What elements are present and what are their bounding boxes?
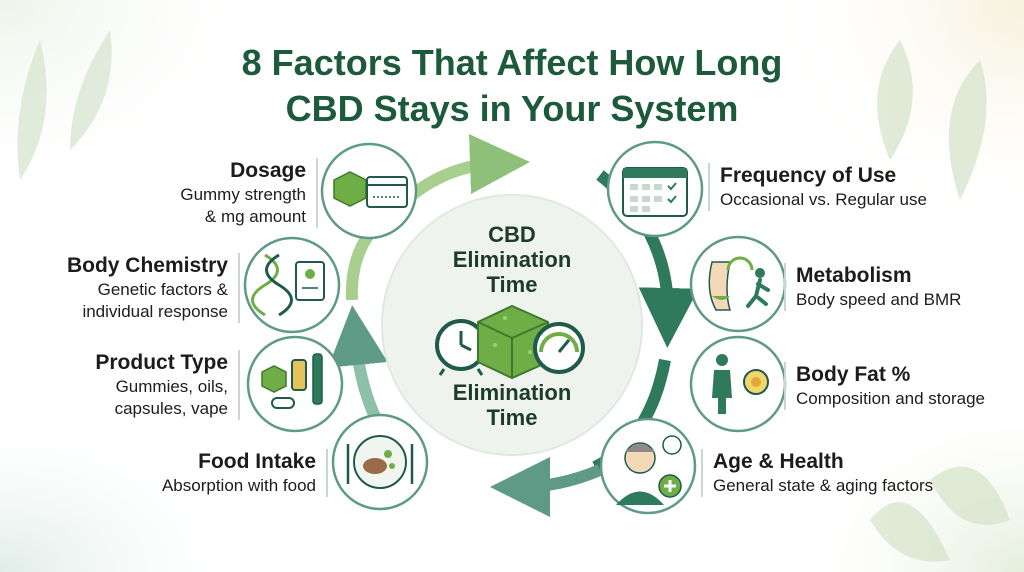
factor-body-fat: Body Fat % Composition and storage — [784, 362, 985, 410]
page-title: 8 Factors That Affect How Long CBD Stays… — [0, 40, 1024, 132]
factor-age-health-desc-1: General state & aging factors — [713, 476, 934, 495]
factor-dosage-desc-1: Gummy strength — [180, 185, 306, 204]
factor-frequency-name: Frequency of Use — [720, 164, 897, 187]
factor-product-type-desc-2: capsules, vape — [114, 399, 228, 418]
ring-arc-bottom — [490, 456, 603, 517]
food-intake-icon-circle — [331, 413, 429, 511]
factor-metabolism-desc-1: Body speed and BMR — [796, 290, 962, 309]
leaf-decoration-right — [870, 40, 1010, 562]
title-line-2: CBD Stays in Your System — [285, 88, 739, 129]
factor-product-type-name: Product Type — [95, 351, 228, 374]
factor-product-type: Product Type Gummies, oils, capsules, va… — [95, 350, 240, 420]
factor-body-chemistry-name: Body Chemistry — [66, 254, 228, 277]
product-type-icon-circle — [246, 335, 344, 433]
factor-dosage: Dosage Gummy strength & mg amount — [180, 158, 318, 228]
body-chemistry-icon-circle — [243, 236, 341, 334]
factor-frequency-desc-1: Occasional vs. Regular use — [720, 190, 927, 209]
factor-metabolism-name: Metabolism — [796, 264, 912, 287]
body-fat-icon-circle — [689, 335, 787, 433]
factor-dosage-name: Dosage — [230, 159, 306, 182]
leaf-decoration-left — [17, 30, 112, 180]
factor-dosage-desc-2: & mg amount — [204, 207, 306, 226]
center-title: CBD Elimination Time — [410, 222, 614, 297]
gauge-icon — [533, 322, 585, 374]
age-health-icon-circle — [599, 417, 697, 515]
factor-food-intake-desc-1: Absorption with food — [161, 476, 316, 495]
factor-age-health-name: Age & Health — [713, 450, 844, 473]
factor-age-health: Age & Health General state & aging facto… — [701, 449, 933, 497]
factor-product-type-desc-1: Gummies, oils, — [115, 377, 228, 396]
factor-metabolism: Metabolism Body speed and BMR — [784, 263, 961, 311]
factor-body-fat-desc-1: Composition and storage — [796, 389, 986, 408]
center-subtitle: Elimination Time — [410, 380, 614, 430]
metabolism-icon-circle — [689, 235, 787, 333]
title-line-1: 8 Factors That Affect How Long — [241, 42, 783, 83]
frequency-icon-circle — [606, 140, 704, 238]
factor-food-intake: Food Intake Absorption with food — [162, 449, 328, 497]
factor-body-chemistry-desc-2: individual response — [82, 302, 228, 321]
factor-food-intake-name: Food Intake — [198, 450, 316, 473]
center-bottom-text: Elimination Time — [452, 380, 572, 430]
clock-icon — [435, 319, 487, 376]
center-top-text: CBD Elimination Time — [452, 222, 572, 297]
factor-body-chemistry-desc-1: Genetic factors & — [97, 280, 228, 299]
factor-body-fat-name: Body Fat % — [796, 363, 911, 386]
factor-body-chemistry: Body Chemistry Genetic factors & individ… — [67, 253, 240, 323]
dosage-icon-circle — [320, 142, 418, 240]
factor-frequency: Frequency of Use Occasional vs. Regular … — [708, 163, 927, 211]
